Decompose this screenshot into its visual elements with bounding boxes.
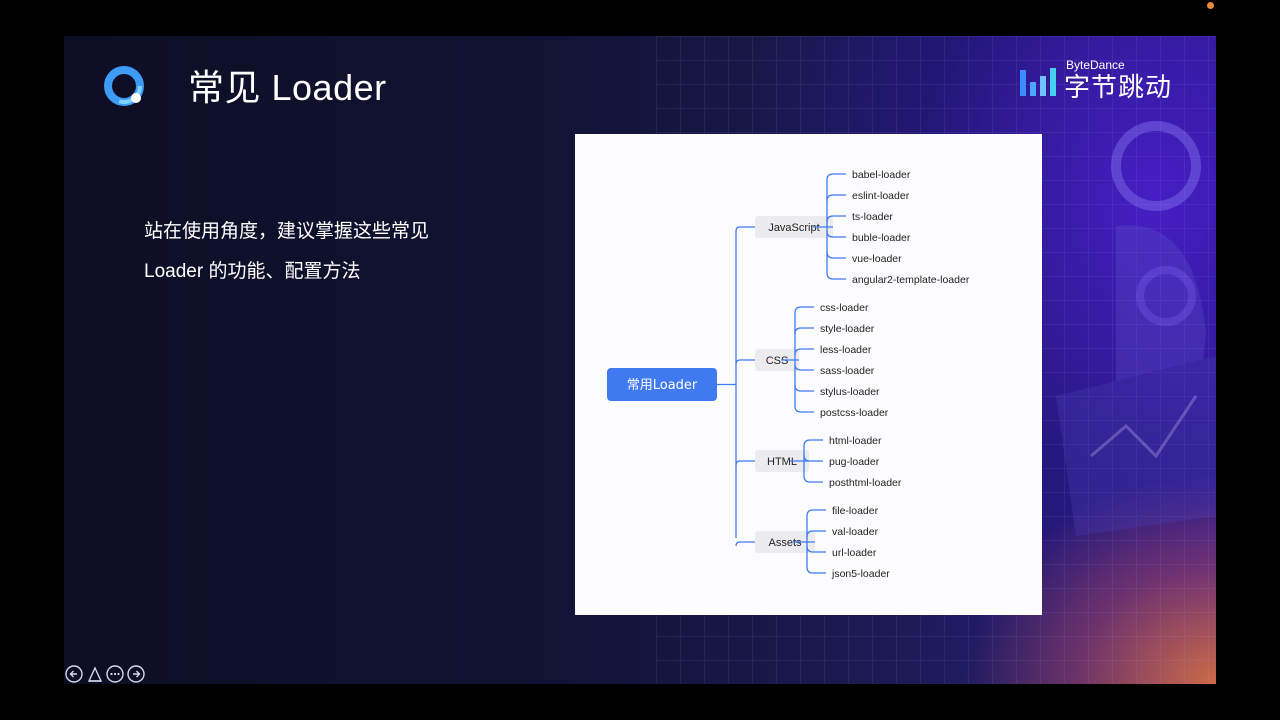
loader-item: css-loader: [820, 302, 869, 314]
group-label: CSS: [766, 355, 789, 367]
loader-item: vue-loader: [852, 253, 902, 265]
item-connector: [794, 363, 814, 371]
bytedance-logo: ByteDance 字节跳动: [1020, 58, 1180, 108]
loader-item: babel-loader: [852, 169, 911, 181]
loader-item: posthtml-loader: [829, 477, 902, 489]
item-connector: [806, 530, 826, 538]
item-connector: [794, 405, 814, 413]
root-node-label: 常用Loader: [627, 378, 698, 393]
loader-item: val-loader: [832, 526, 879, 538]
loader-item: style-loader: [820, 323, 875, 335]
item-connector: [826, 194, 846, 202]
group-connector: [735, 359, 755, 365]
brand-english: ByteDance: [1066, 58, 1125, 72]
brand-chinese: 字节跳动: [1064, 72, 1173, 102]
group-node-assets: [755, 531, 815, 553]
group-label: JavaScript: [768, 222, 819, 234]
body-line-2: Loader 的功能、配置方法: [144, 261, 361, 282]
prev-arrow-icon[interactable]: [65, 665, 83, 683]
group-label: HTML: [767, 456, 797, 468]
item-connector: [826, 215, 846, 223]
loader-item: url-loader: [832, 547, 877, 559]
loader-item: eslint-loader: [852, 190, 910, 202]
item-connector: [794, 384, 814, 392]
loader-item: ts-loader: [852, 211, 893, 223]
item-connector: [806, 566, 826, 574]
item-connector: [826, 272, 846, 280]
slide-title: 常见 Loader: [188, 67, 387, 108]
group-connector: [735, 541, 755, 547]
group-connector: [735, 226, 755, 232]
group-label: Assets: [768, 537, 802, 549]
background-illustration: [1056, 121, 1216, 536]
loader-item: stylus-loader: [820, 386, 880, 398]
loader-item: pug-loader: [829, 456, 880, 468]
pen-icon[interactable]: [87, 666, 103, 682]
slide-body: 站在使用角度，建议掌握这些常见 Loader 的功能、配置方法: [144, 212, 504, 292]
item-connector: [803, 475, 823, 483]
item-connector: [826, 251, 846, 259]
item-connector: [826, 173, 846, 181]
slide-controls: [65, 665, 145, 683]
item-connector: [794, 348, 814, 356]
bytedance-bars-icon: [1020, 68, 1056, 96]
item-connector: [806, 509, 826, 517]
item-connector: [803, 454, 823, 462]
more-icon[interactable]: [106, 665, 124, 683]
presentation-slide: 常见 Loader ByteDance 字节跳动 站在使用角度，建议掌握这些常见…: [64, 36, 1216, 684]
item-connector: [794, 327, 814, 335]
mindmap-svg: 常用Loader JavaScript babel-loader eslint-loa…: [607, 169, 970, 580]
loader-item: json5-loader: [831, 568, 890, 580]
loader-item: file-loader: [832, 505, 879, 517]
item-connector: [803, 439, 823, 447]
next-arrow-icon[interactable]: [127, 665, 145, 683]
loader-item: less-loader: [820, 344, 872, 356]
group-node-css: [755, 349, 799, 371]
loader-mindmap: 常用Loader JavaScript babel-loader eslint-loa…: [575, 134, 1042, 615]
item-connector: [806, 545, 826, 553]
item-connector: [794, 306, 814, 314]
body-line-1: 站在使用角度，建议掌握这些常见: [144, 221, 430, 242]
group-node-html: [755, 450, 809, 472]
item-connector: [826, 230, 846, 238]
loader-item: buble-loader: [852, 232, 911, 244]
group-node-javascript: [755, 216, 833, 238]
loader-item: html-loader: [829, 435, 882, 447]
loader-item: postcss-loader: [820, 407, 889, 419]
loader-item: angular2-template-loader: [852, 274, 970, 286]
app-logo-icon: [104, 66, 144, 106]
group-connector: [735, 460, 755, 466]
recording-indicator: [1207, 2, 1214, 9]
root-node: [607, 368, 717, 401]
loader-item: sass-loader: [820, 365, 875, 377]
